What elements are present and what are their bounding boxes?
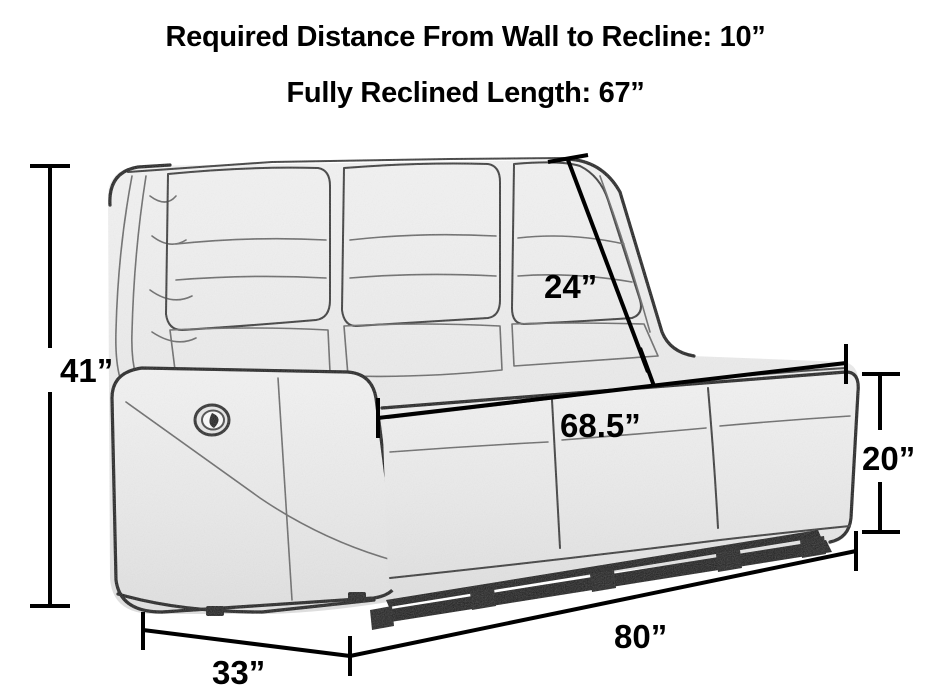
- dim-label-80: 80”: [614, 618, 667, 655]
- back-cushion-middle-lower: [343, 323, 503, 378]
- left-back-side-seam: [115, 175, 133, 379]
- left-armrest-curve-seam: [125, 401, 393, 561]
- sofa-illustration: [107, 157, 860, 630]
- backrest-top-edge: [127, 157, 567, 173]
- left-back-wrinkle-2: [151, 235, 187, 245]
- rail-foot-3: [590, 570, 616, 592]
- dim-label-33: 33”: [212, 654, 265, 691]
- rail-foot-2: [470, 588, 496, 610]
- recliner-rail-bar-2: [386, 530, 821, 607]
- left-back-wrinkle-3: [149, 289, 193, 301]
- seat-cushions-fill: [382, 372, 859, 594]
- dim-label-41: 41”: [60, 352, 113, 389]
- seat-cushion-top-crease-3: [719, 415, 851, 427]
- dimension-back-diagonal-24: 24”: [544, 153, 656, 387]
- left-armrest-vertical-seam: [277, 377, 293, 601]
- back-cushion-left-crease: [175, 237, 327, 245]
- seat-cushion-divider-2: [707, 387, 719, 529]
- dim-33-line: [142, 628, 351, 658]
- dim-68-line: [377, 361, 847, 420]
- rail-foot-5: [800, 536, 826, 558]
- left-base-foot-2: [348, 592, 366, 602]
- right-back-side-seam: [599, 175, 651, 333]
- seat-cushion-top-crease-1: [389, 441, 549, 453]
- sofa-left-silhouette: [108, 163, 172, 207]
- seat-skirt-edge: [389, 525, 851, 579]
- heading-wall-distance: Required Distance From Wall to Recline: …: [165, 21, 766, 53]
- dimension-seat-width-68-5: 68.5”: [376, 344, 848, 444]
- rail-foot-1: [370, 606, 394, 630]
- back-cushion-right-lower: [511, 322, 659, 367]
- dimension-height-41: 41”: [30, 164, 113, 608]
- back-cushion-middle-crease: [349, 233, 497, 241]
- sofa-right-outline: [828, 370, 860, 544]
- dimension-depth-33: 33”: [141, 612, 351, 691]
- dim-24-cap-top: [547, 153, 589, 164]
- heading-reclined-length: Fully Reclined Length: 67”: [286, 77, 645, 109]
- recliner-rail-assembly: [370, 530, 832, 630]
- dim-24-cap-bottom: [638, 347, 656, 387]
- left-back-wrinkle-4: [151, 331, 197, 343]
- seat-cushion-top-crease-2: [561, 427, 707, 441]
- dimension-seat-height-20: 20”: [862, 372, 915, 534]
- left-armrest-fill: [112, 368, 399, 612]
- dim-label-68-5: 68.5”: [560, 407, 641, 444]
- left-back-wrinkle-1: [149, 195, 177, 203]
- back-cushion-right-crease-2: [517, 274, 633, 283]
- back-cushion-left-crease-2: [175, 275, 327, 281]
- dim-label-24: 24”: [544, 268, 597, 305]
- power-recline-button[interactable]: [193, 403, 231, 437]
- sofa-right-back-silhouette: [564, 157, 696, 358]
- left-base-bottom: [116, 592, 376, 614]
- back-cushion-middle-crease-2: [349, 273, 497, 279]
- back-cushion-right-crease: [517, 235, 625, 245]
- heading-block: Required Distance From Wall to Recline: …: [0, 0, 931, 110]
- left-back-side-seam-2: [131, 175, 147, 377]
- rail-foot-4: [716, 550, 742, 572]
- seat-cushion-divider-1: [551, 399, 561, 549]
- dim-80-line: [349, 549, 857, 658]
- dim-label-20: 20”: [862, 440, 915, 477]
- dim-24-line: [566, 159, 650, 373]
